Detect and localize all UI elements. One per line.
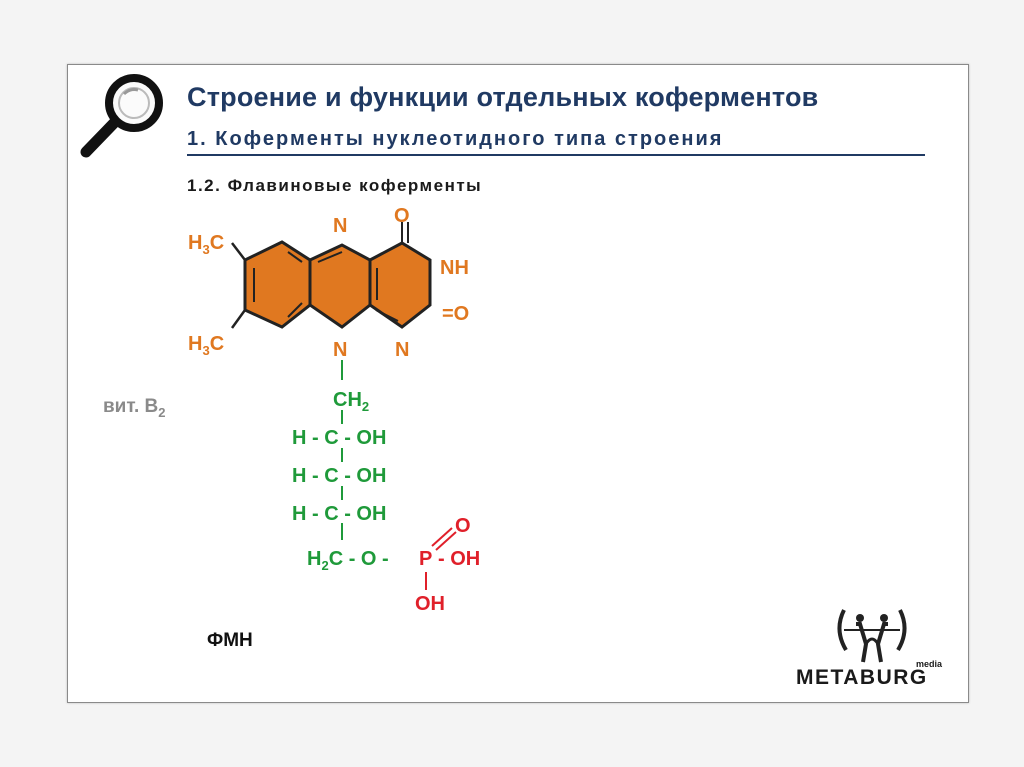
fmn-structure: N O NH =O N N H3C H3C CH2 H - C - OH H -… (188, 205, 480, 615)
magnifier-icon (80, 74, 163, 158)
chain-row-1: H - C - OH (292, 427, 386, 449)
chain-ch2: CH2 (333, 389, 369, 414)
methyl-bottom: H3C (188, 333, 224, 358)
subtitle-underline (187, 154, 925, 156)
ring-n-bottom-left: N (333, 339, 347, 361)
chain-row-2: H - C - OH (292, 465, 386, 487)
logo-media-text: media (916, 659, 943, 669)
slide-subtitle: 1. Коферменты нуклеотидного типа строени… (187, 128, 724, 150)
phosphate-p: P (419, 548, 432, 570)
phosphate-o-top: O (455, 515, 471, 537)
pyrimidine-ring (368, 241, 432, 329)
logo-text: METABURG (796, 666, 928, 689)
slide-title: Строение и функции отдельных коферментов (187, 82, 819, 112)
slide-frame (67, 64, 969, 703)
phosphate-oh-bottom: OH (415, 593, 445, 615)
section-heading: 1.2. Флавиновые коферменты (187, 176, 483, 195)
ring-n-bottom-right: N (395, 339, 409, 361)
ring-o-top: O (394, 205, 410, 227)
methyl-top: H3C (188, 232, 224, 257)
metaburg-logo-icon (837, 609, 907, 663)
phosphate-oh-right: - OH (438, 548, 480, 570)
vitamin-b2-label: вит. В2 (103, 396, 166, 420)
chain-last: H2C - O - (307, 548, 389, 573)
pyrazine-ring (308, 243, 372, 329)
compound-name: ФМН (207, 630, 253, 651)
chain-row-3: H - C - OH (292, 503, 386, 525)
ring-nh: NH (440, 257, 469, 279)
ring-o-right: =O (442, 303, 469, 325)
ring-n-top: N (333, 215, 347, 237)
